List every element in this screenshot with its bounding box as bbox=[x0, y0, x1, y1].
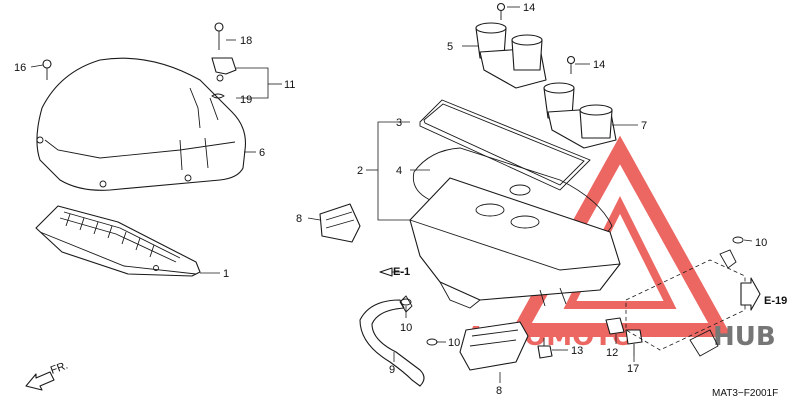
callout-10-right: 10 bbox=[755, 237, 767, 249]
part-11-intake-air-temp-sensor bbox=[211, 22, 237, 99]
callout-8-lower: 8 bbox=[496, 385, 502, 397]
callout-9: 9 bbox=[389, 364, 395, 376]
leader-lines bbox=[30, 6, 753, 383]
front-direction-marker: FR. bbox=[25, 359, 70, 391]
part-8-duct-upper bbox=[319, 203, 361, 243]
arrow-left-icon bbox=[379, 267, 393, 277]
callout-4: 4 bbox=[396, 165, 402, 177]
callout-1: 1 bbox=[223, 268, 229, 280]
callout-10-mid: 10 bbox=[448, 337, 460, 349]
callout-3: 3 bbox=[396, 117, 402, 129]
front-arrow-icon bbox=[25, 371, 55, 391]
part-5-air-funnel-a bbox=[475, 22, 547, 89]
part-2-air-cleaner-case bbox=[409, 177, 621, 309]
callout-16: 16 bbox=[14, 62, 26, 74]
callout-14-mid: 14 bbox=[593, 59, 605, 71]
part-6-air-cleaner-cover bbox=[36, 57, 247, 191]
front-label: FR. bbox=[49, 359, 70, 376]
watermark-text-hub: HUB bbox=[713, 322, 776, 352]
part-4-seal bbox=[412, 147, 613, 249]
drawing-code: MAT3−F2001F bbox=[712, 388, 778, 399]
part-7-air-funnel-b bbox=[543, 82, 617, 149]
callout-17: 17 bbox=[627, 363, 639, 375]
part-1-air-cleaner-element bbox=[35, 205, 201, 277]
callout-14-top: 14 bbox=[523, 2, 535, 14]
arrow-right-icon bbox=[740, 277, 761, 311]
callout-11: 11 bbox=[284, 79, 295, 91]
right-side-hose-assembly bbox=[625, 249, 746, 357]
part-3-packing bbox=[419, 99, 591, 191]
callout-2: 2 bbox=[357, 165, 363, 177]
part-13-screw bbox=[537, 338, 553, 359]
reference-e1-label: E-1 bbox=[393, 266, 410, 278]
callout-10-left: 10 bbox=[400, 322, 412, 334]
part-12-clip bbox=[605, 317, 625, 335]
callout-18: 18 bbox=[240, 35, 252, 47]
callout-12: 12 bbox=[606, 347, 618, 359]
callout-8-upper: 8 bbox=[296, 213, 302, 225]
part-16-screw bbox=[42, 59, 52, 80]
callout-labels: 16 18 11 19 6 1 3 2 4 5 14 14 7 8 10 10 … bbox=[14, 2, 767, 397]
part-14-bolts bbox=[496, 2, 576, 74]
callout-5: 5 bbox=[447, 41, 453, 53]
reference-e1: E-1 bbox=[379, 266, 410, 278]
reference-e19: E-19 bbox=[740, 277, 787, 311]
callout-7: 7 bbox=[641, 120, 647, 132]
part-17-bolt bbox=[625, 329, 643, 356]
reference-e19-label: E-19 bbox=[764, 295, 787, 307]
part-8-duct-lower bbox=[459, 321, 529, 371]
callout-13: 13 bbox=[571, 345, 583, 357]
callout-6: 6 bbox=[259, 147, 265, 159]
callout-19: 19 bbox=[240, 94, 252, 106]
